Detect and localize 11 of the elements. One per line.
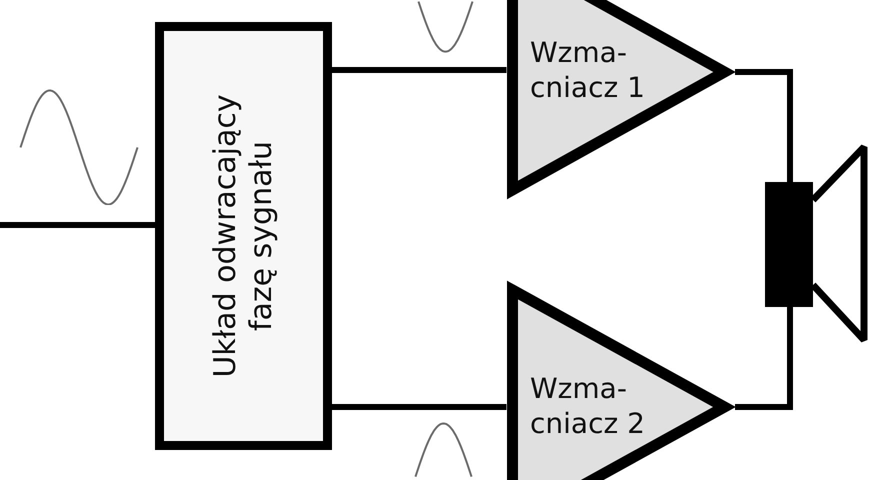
amplifier-triangle <box>506 0 737 202</box>
wire <box>0 222 155 228</box>
wire <box>332 404 506 410</box>
box-label: Układ odwracający fazę sygnału <box>208 93 280 380</box>
wire <box>735 307 793 410</box>
amplifier-label: Wzma- cniacz 1 <box>530 35 646 105</box>
amplifier-label: Wzma- cniacz 2 <box>530 371 646 441</box>
process-box <box>155 22 332 450</box>
wire <box>735 69 793 182</box>
amplifier-triangle <box>506 278 737 480</box>
wire <box>332 67 506 73</box>
